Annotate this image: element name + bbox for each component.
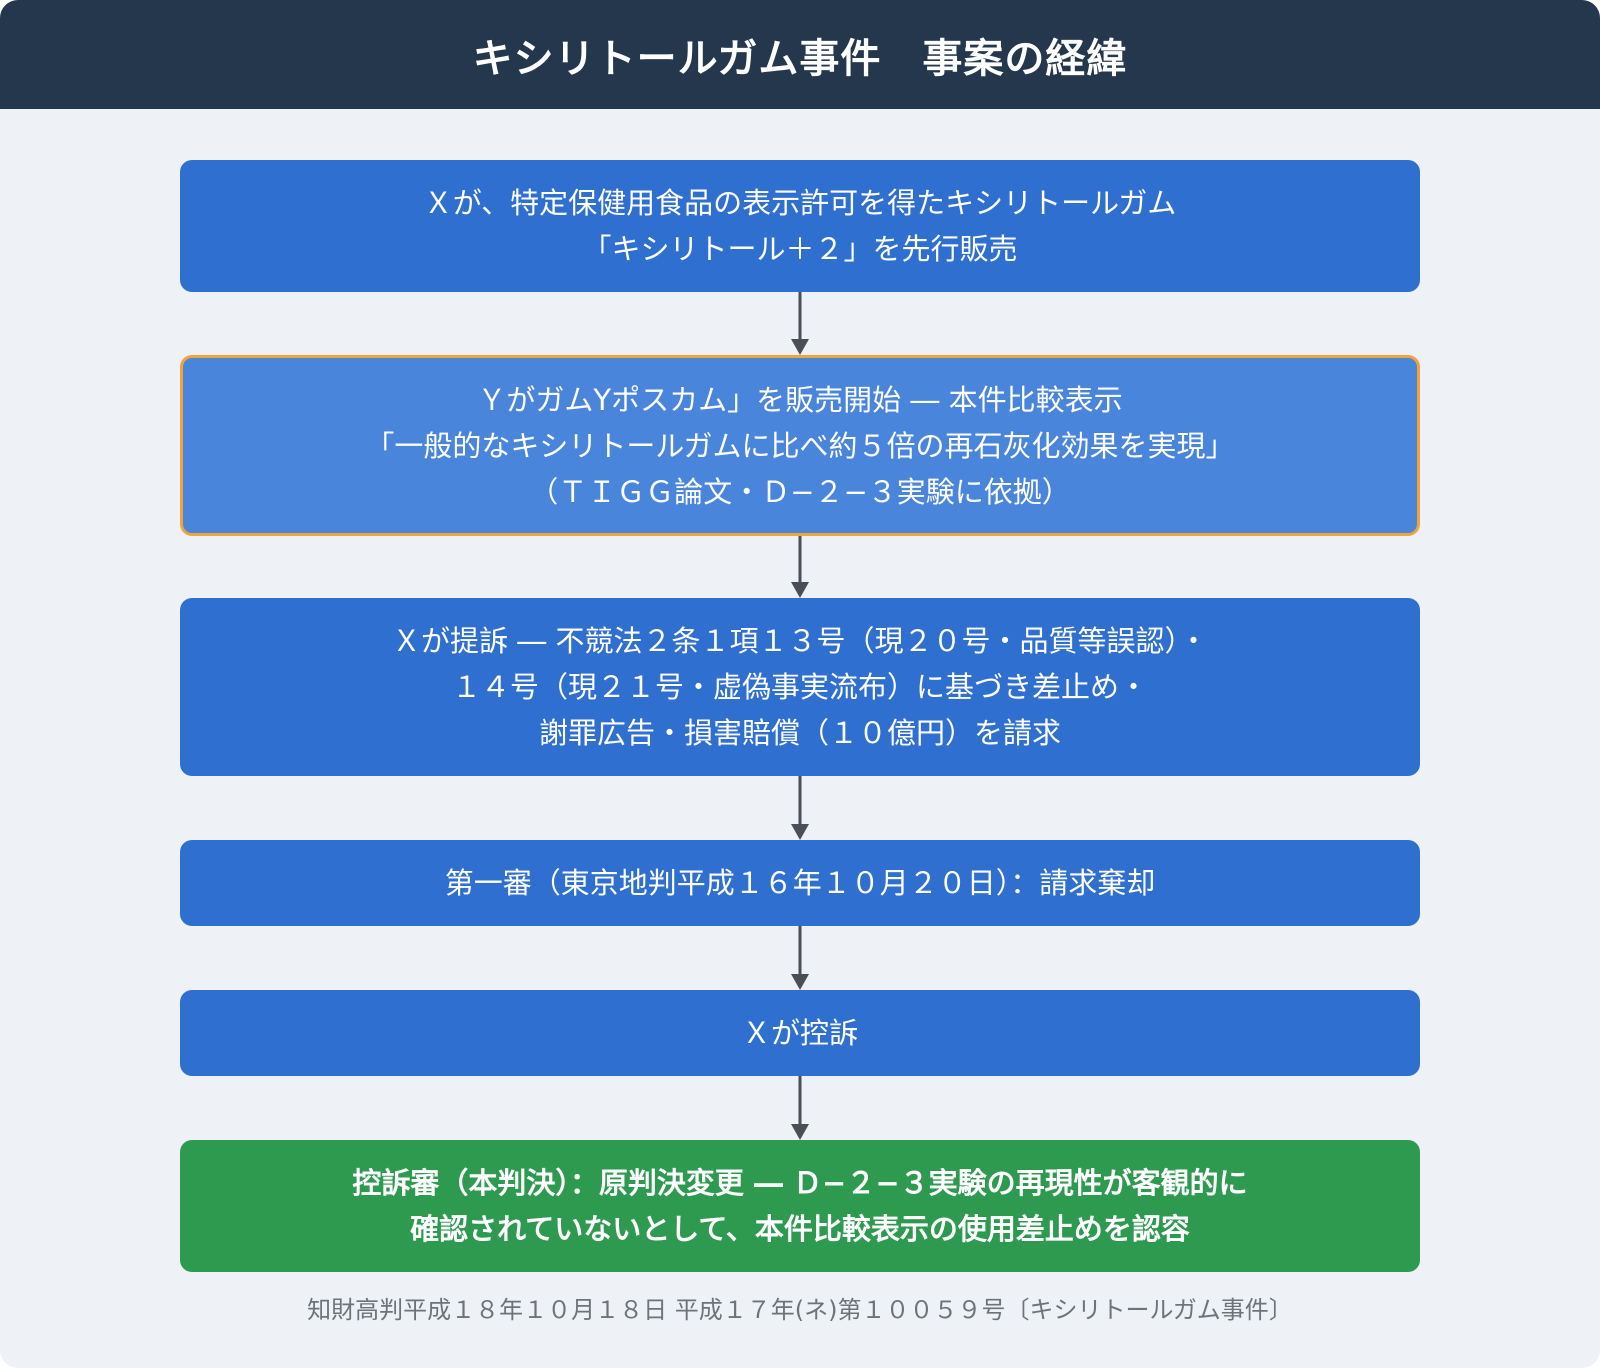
- step-appellate-judgment-line-2: 確認されていないとして、本件比較表示の使用差止めを認容: [410, 1212, 1190, 1246]
- step-first-instance: 第一審（東京地判平成１６年１０月２０日）：請求棄却: [180, 840, 1420, 926]
- step-appellate-judgment: 控訴審（本判決）：原判決変更 ― Ｄ−２−３実験の再現性が客観的に 確認されてい…: [180, 1140, 1420, 1272]
- step-first-sale: Ｘが、特定保健用食品の表示許可を得たキシリトールガム 「キシリトール＋２」を先行…: [180, 160, 1420, 292]
- step-lawsuit-line-3: 謝罪広告・損害賠償（１０億円）を請求: [538, 716, 1061, 750]
- step-comparative-ad-line-1: ＹがガムYポスカム」を販売開始 ― 本件比較表示: [477, 382, 1123, 417]
- step-lawsuit-line-2: １４号（現２１号・虚偽事実流布）に基づき差止め・: [451, 670, 1148, 704]
- step-comparative-ad: ＹがガムYポスカム」を販売開始 ― 本件比較表示 「一般的なキシリトールガムに比…: [180, 355, 1420, 536]
- step-appeal-line-1: Ｘが控訴: [741, 1016, 858, 1050]
- step-comparative-ad-line-2: 「一般的なキシリトールガムに比べ約５倍の再石灰化効果を実現」: [365, 428, 1235, 463]
- step-first-sale-line-1: Ｘが、特定保健用食品の表示許可を得たキシリトールガム: [423, 186, 1177, 220]
- arrow-5: [790, 1076, 810, 1140]
- step-comparative-ad-line-3: （ＴＩＧＧ論文・Ｄ−２−３実験に依拠）: [529, 474, 1071, 509]
- step-lawsuit: Ｘが提訴 ― 不競法２条１項１３号（現２０号・品質等誤認）・ １４号（現２１号・…: [180, 598, 1420, 776]
- step-lawsuit-line-1: Ｘが提訴 ― 不競法２条１項１３号（現２０号・品質等誤認）・: [392, 624, 1208, 658]
- step-appellate-judgment-line-1: 控訴審（本判決）：原判決変更 ― Ｄ−２−３実験の再現性が客観的に: [352, 1166, 1248, 1200]
- case-citation: 知財高判平成１８年１０月１８日 平成１７年(ネ)第１００５９号〔キシリトールガム…: [307, 1296, 1293, 1324]
- step-first-instance-line-1: 第一審（東京地判平成１６年１０月２０日）：請求棄却: [444, 866, 1156, 900]
- arrow-2: [790, 536, 810, 598]
- step-first-sale-line-2: 「キシリトール＋２」を先行販売: [582, 232, 1018, 266]
- arrow-3: [790, 776, 810, 840]
- page-title: キシリトールガム事件 事案の経緯: [0, 0, 1600, 109]
- arrow-4: [790, 926, 810, 990]
- arrow-1: [790, 292, 810, 355]
- step-appeal: Ｘが控訴: [180, 990, 1420, 1076]
